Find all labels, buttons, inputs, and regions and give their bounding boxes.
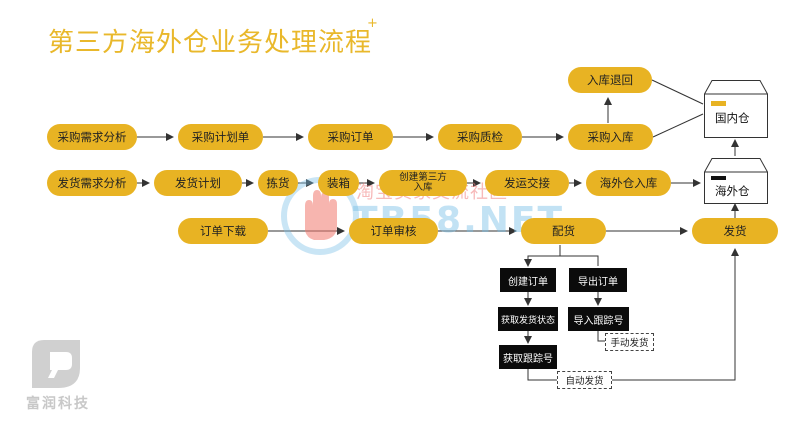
domestic-warehouse-icon xyxy=(704,80,768,138)
purchase-inbound: 采购入库 xyxy=(568,124,653,150)
purchase-demand-analysis: 采购需求分析 xyxy=(47,124,137,150)
purchase-plan: 采购计划单 xyxy=(178,124,263,150)
auto-ship-box: 自动发货 xyxy=(557,371,612,389)
create-3pl-inbound: 创建第三方入库 xyxy=(379,170,467,196)
order-download: 订单下载 xyxy=(178,218,268,244)
get-tracking-box: 获取跟踪号 xyxy=(499,345,557,369)
company-logo-icon xyxy=(32,340,80,388)
packing: 装箱 xyxy=(318,170,359,196)
overseas-warehouse-icon xyxy=(704,158,768,204)
purchase-order: 采购订单 xyxy=(308,124,393,150)
inbound-return: 入库退回 xyxy=(568,67,652,93)
import-tracking-box: 导入跟踪号 xyxy=(568,307,629,331)
allocation: 配货 xyxy=(521,218,606,244)
shipping-plan: 发货计划 xyxy=(154,170,242,196)
manual-ship-box: 手动发货 xyxy=(605,333,654,351)
ship: 发货 xyxy=(692,218,778,244)
order-review: 订单审核 xyxy=(349,218,438,244)
company-name: 富润科技 xyxy=(26,396,90,412)
export-order-box: 导出订单 xyxy=(569,268,627,292)
get-status-box: 获取发货状态 xyxy=(498,307,558,331)
picking: 拣货 xyxy=(258,170,298,196)
create-order-box: 创建订单 xyxy=(500,268,556,292)
page-title: 第三方海外仓业务处理流程 xyxy=(48,28,373,58)
shipment-handover: 发运交接 xyxy=(485,170,569,196)
shipping-demand-analysis: 发货需求分析 xyxy=(47,170,137,196)
domestic-warehouse-label: 国内仓 xyxy=(715,111,750,125)
title-plus-mark: + xyxy=(367,16,378,31)
overseas-inbound: 海外仓入库 xyxy=(586,170,671,196)
purchase-inspection: 采购质检 xyxy=(438,124,522,150)
overseas-warehouse-label: 海外仓 xyxy=(715,184,750,198)
